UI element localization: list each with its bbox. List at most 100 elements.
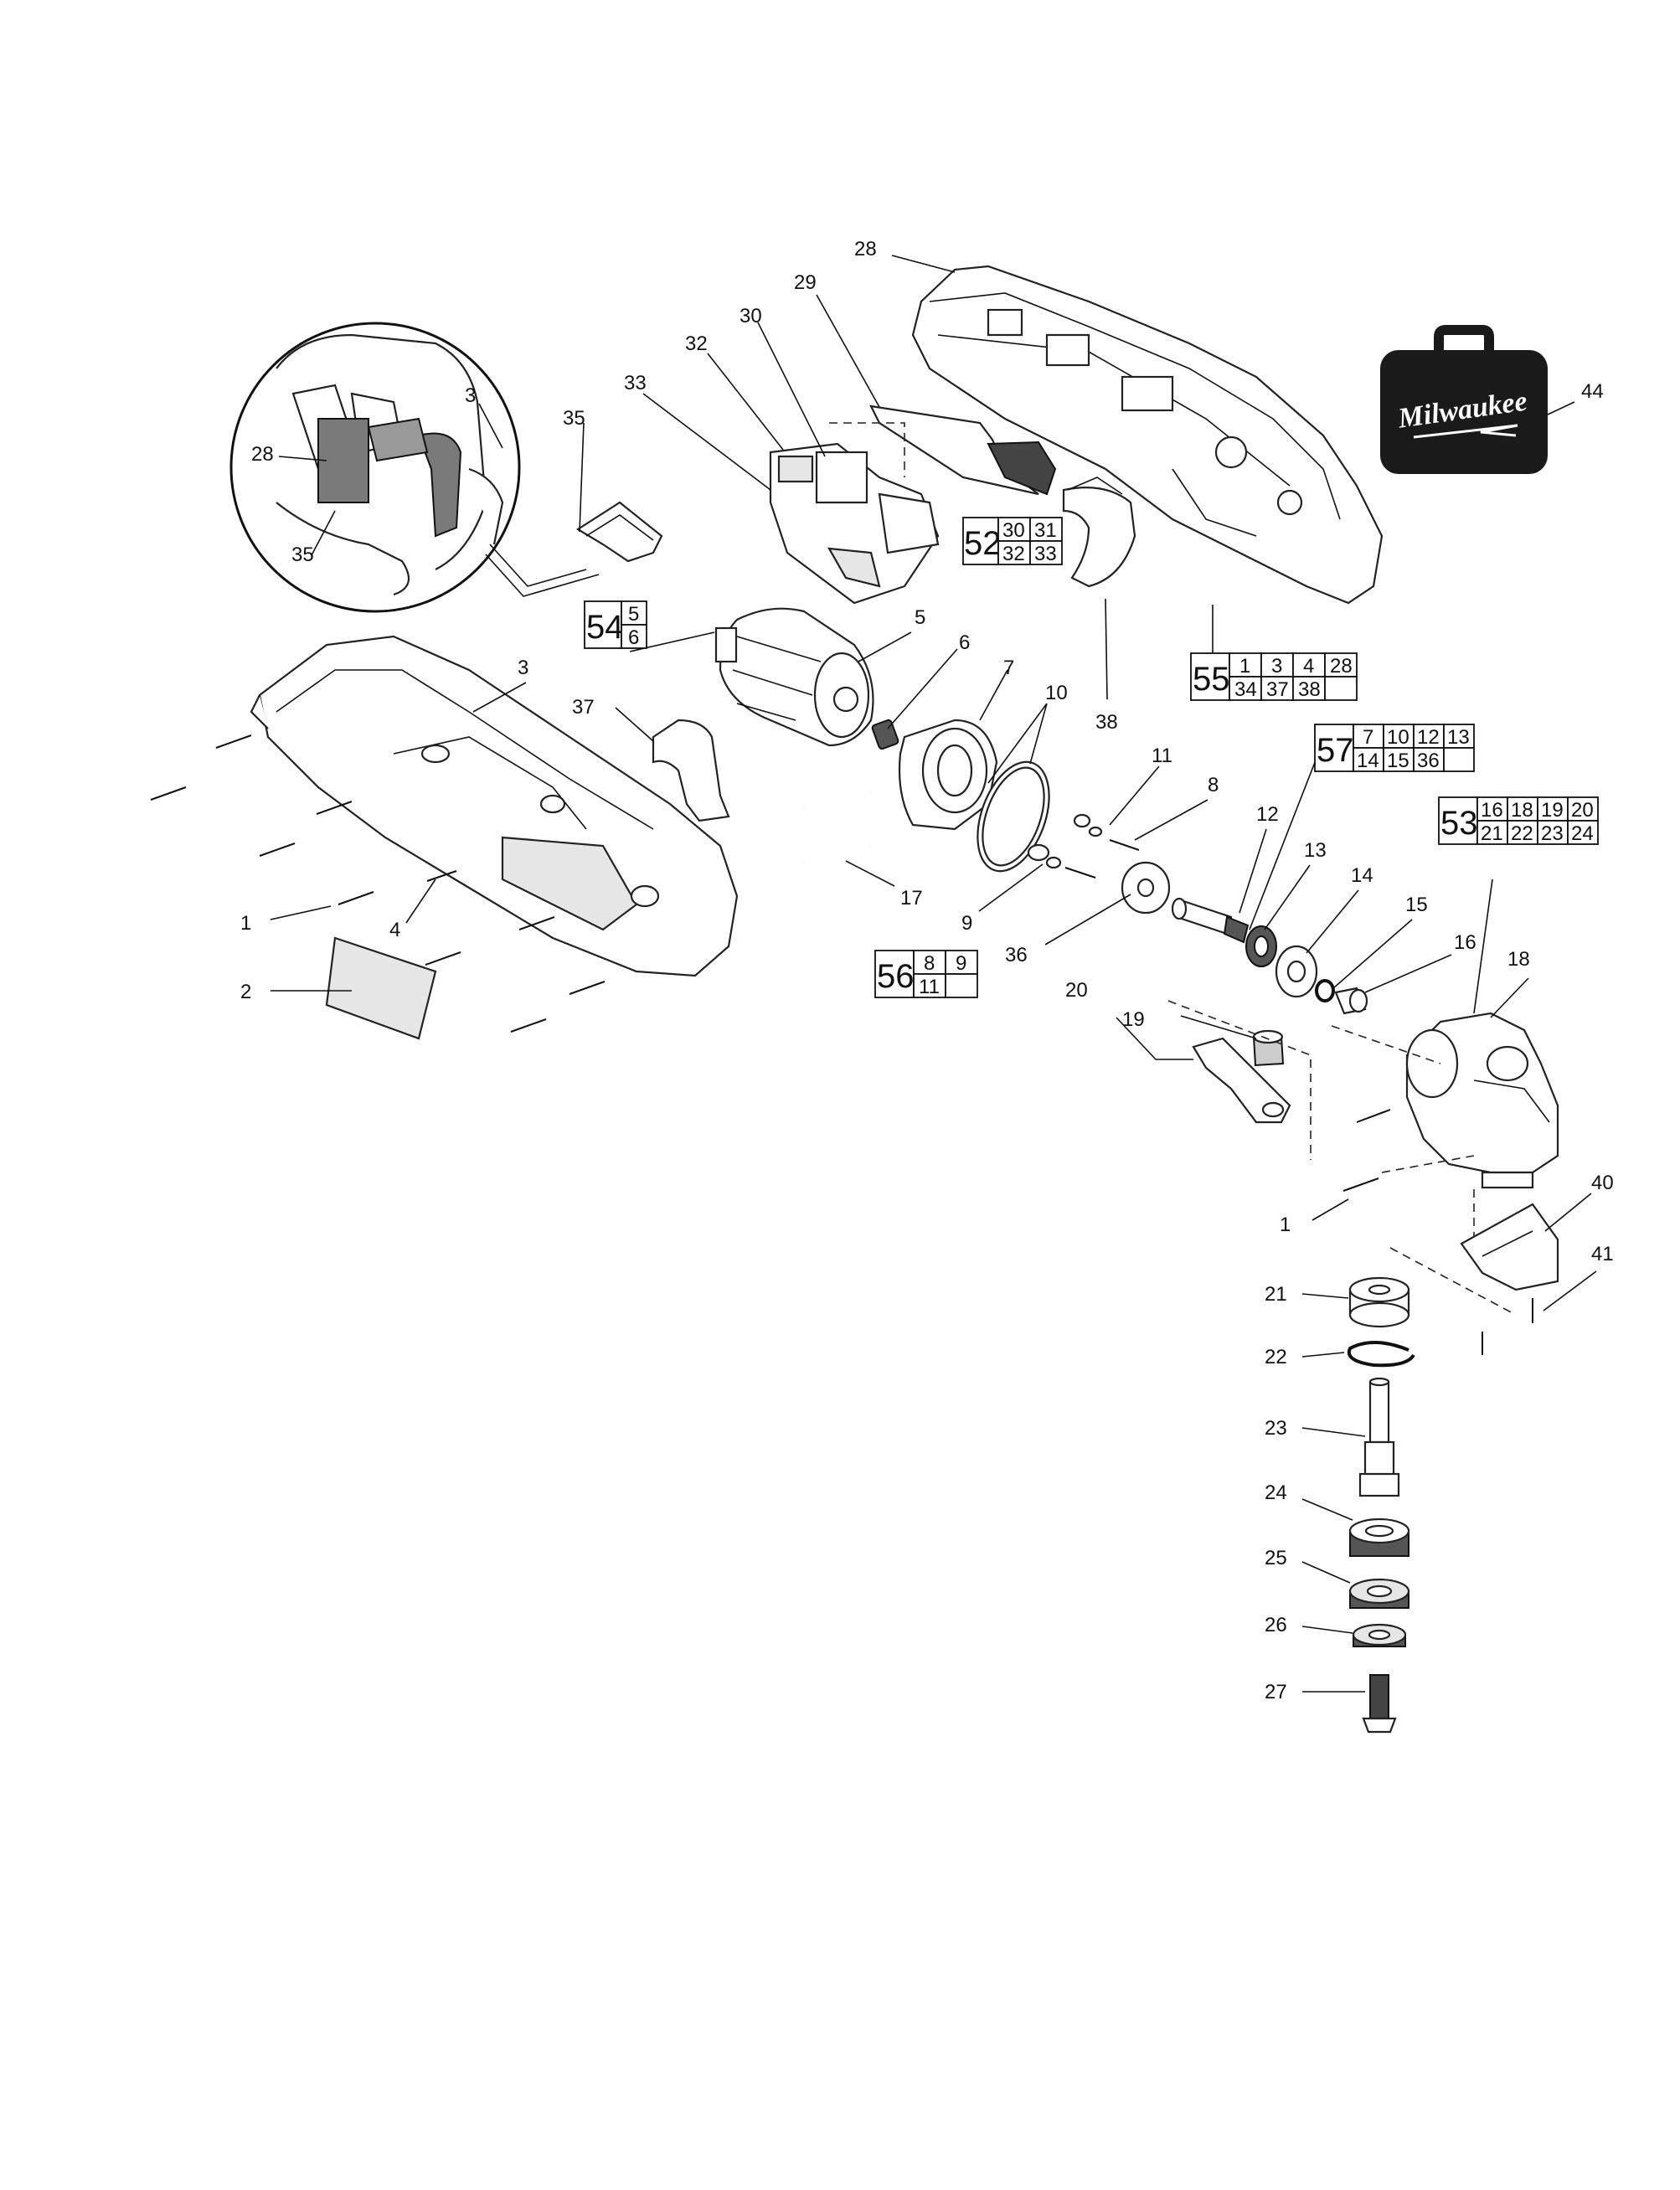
label-part-16: 16 [1454, 931, 1476, 954]
label-part-36: 36 [1005, 944, 1028, 966]
label-part-3-detail: 3 [465, 384, 476, 407]
label-part-23: 23 [1265, 1417, 1287, 1440]
label-part-15: 15 [1405, 894, 1428, 916]
kit-box-53: 53 16 18 19 20 21 22 23 24 [1438, 796, 1599, 845]
detail-magnifier [229, 322, 600, 613]
kit-55-item: 37 [1266, 678, 1289, 701]
parts-8-9-11-hardware [1027, 813, 1140, 879]
kit-53-item: 22 [1511, 822, 1533, 845]
part-41-screw [1482, 1298, 1533, 1355]
kit-55-item: 4 [1303, 655, 1314, 678]
part-2-label [325, 936, 437, 1040]
kit-53-item: 24 [1571, 822, 1594, 845]
part-19-bushing [1252, 1029, 1285, 1067]
label-part-44: 44 [1581, 380, 1604, 403]
kit-53-item: 21 [1481, 822, 1503, 845]
kit-57-item: 12 [1417, 726, 1440, 749]
part-18-gear-head [1405, 1012, 1559, 1189]
label-part-13: 13 [1304, 839, 1327, 862]
kit-57-item: 14 [1357, 750, 1379, 772]
label-part-1: 1 [240, 912, 251, 935]
leader-lines [270, 255, 1597, 1693]
label-part-37: 37 [572, 696, 595, 719]
kit-56-item: 11 [919, 976, 940, 998]
kit-53-item: 19 [1541, 799, 1564, 822]
label-part-9: 9 [961, 912, 972, 935]
guide-lines [1167, 1000, 1517, 1316]
kit-55-number: 55 [1193, 661, 1230, 698]
label-part-25: 25 [1265, 1547, 1287, 1569]
label-part-14: 14 [1351, 864, 1373, 887]
label-part-35: 35 [563, 407, 585, 430]
label-part-4: 4 [389, 919, 400, 941]
part-36-bearing [1121, 861, 1171, 915]
kit-53-item: 18 [1511, 799, 1533, 822]
part-38-bracket [1062, 477, 1136, 588]
part-37-bracket [652, 719, 730, 822]
kit-box-56: 56 8 9 11 [874, 950, 978, 998]
label-part-29: 29 [794, 271, 817, 294]
kit-box-55: 55 1 3 4 28 34 37 38 [1190, 652, 1358, 701]
label-part-6: 6 [959, 631, 970, 654]
label-part-40: 40 [1591, 1172, 1614, 1194]
part-35-clip [575, 501, 663, 563]
kit-box-52: 52 30 31 32 33 [962, 517, 1063, 565]
part-number-labels: 28 29 30 32 33 35 3 28 35 44 5 6 7 10 3 … [240, 238, 1614, 1703]
part-22-snap-ring [1347, 1340, 1415, 1368]
kit-54-number: 54 [586, 609, 624, 646]
label-part-8: 8 [1208, 774, 1219, 796]
part-14-bearing [1275, 945, 1318, 998]
label-part-11: 11 [1152, 745, 1172, 767]
kit-53-item: 16 [1481, 799, 1503, 822]
label-part-5: 5 [915, 606, 925, 629]
part-21-bushing [1348, 1276, 1410, 1328]
kit-53-number: 53 [1440, 805, 1478, 842]
part-5-motor [714, 607, 874, 747]
label-part-24: 24 [1265, 1481, 1287, 1504]
part-26-washer [1352, 1623, 1407, 1647]
label-part-12: 12 [1256, 803, 1279, 826]
label-part-30: 30 [740, 305, 762, 327]
label-part-33: 33 [624, 372, 647, 394]
kit-57-item: 10 [1387, 726, 1409, 749]
label-part-38: 38 [1095, 711, 1118, 734]
label-part-18: 18 [1507, 948, 1530, 971]
label-part-41: 41 [1591, 1243, 1614, 1265]
label-part-35-detail: 35 [291, 544, 314, 566]
kit-55-item: 1 [1239, 655, 1250, 678]
part-23-spindle [1358, 1377, 1400, 1497]
kit-box-57: 57 7 10 12 13 14 15 36 [1314, 724, 1475, 772]
label-part-17: 17 [900, 887, 923, 909]
kit-57-number: 57 [1317, 732, 1354, 769]
screws-gear-head [1342, 1109, 1391, 1192]
part-6-pinion [871, 719, 899, 750]
kit-57-item: 15 [1387, 750, 1409, 772]
kit-56-number: 56 [877, 958, 915, 995]
label-part-20: 20 [1065, 979, 1088, 1002]
part-28-housing-half [911, 265, 1384, 605]
kit-52-number: 52 [964, 525, 1002, 562]
part-29-switch-slider [869, 405, 1057, 496]
kit-54-item: 6 [628, 626, 639, 649]
label-part-3: 3 [518, 657, 528, 679]
kit-56-item: 8 [924, 952, 935, 975]
label-part-10: 10 [1045, 682, 1068, 704]
kit-52-item: 30 [1002, 519, 1025, 542]
part-12-shaft [1171, 897, 1250, 944]
part-17-pins [803, 790, 872, 864]
kit-55-item: 38 [1298, 678, 1321, 701]
part-33-electronics-module [769, 422, 940, 605]
part-3-handle-housing [250, 635, 739, 977]
kit-54-item: 5 [628, 603, 639, 626]
part-25-adapter [1348, 1578, 1410, 1609]
carrying-case-icon: Milwaukee [1380, 325, 1548, 474]
label-part-7: 7 [1003, 657, 1014, 679]
kit-53-item: 23 [1541, 822, 1564, 845]
label-part-26: 26 [1265, 1614, 1287, 1636]
kit-53-item: 20 [1571, 799, 1594, 822]
kit-55-item: 34 [1234, 678, 1257, 701]
part-24-flange [1348, 1518, 1410, 1557]
label-part-19: 19 [1122, 1008, 1145, 1031]
part-27-bolt [1362, 1674, 1397, 1734]
